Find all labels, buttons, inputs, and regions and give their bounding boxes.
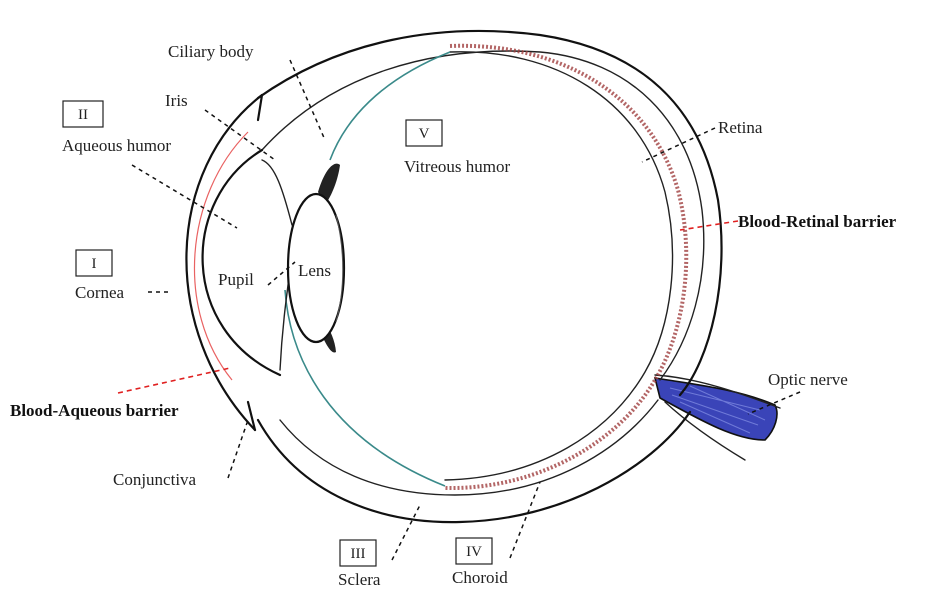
label-blood-aqueous-barrier: Blood-Aqueous barrier [10,401,179,420]
iris-upper [262,160,292,225]
leader-aqueous-humor [132,165,237,228]
label-ciliary-body: Ciliary body [168,42,254,61]
numeral-choroid: IV [466,544,482,560]
numeral-aqueous-humor: II [78,107,88,123]
label-optic-nerve: Optic nerve [768,370,848,389]
leader-iris [205,110,275,160]
cornea-inner [203,150,280,375]
label-pupil: Pupil [218,270,254,289]
leader-choroid [510,482,540,558]
label-retina: Retina [718,118,763,137]
label-choroid: Choroid [452,568,508,587]
label-aqueous-humor: Aqueous humor [62,136,171,155]
labels: Ciliary body Iris Aqueous humor Vitreous… [10,42,897,589]
label-conjunctiva: Conjunctiva [113,470,197,489]
label-sclera: Sclera [338,570,381,589]
leader-lines [118,60,800,560]
eye-drawing [186,31,780,522]
leader-conjunctiva [228,420,248,478]
numeral-box-aqueous: II [63,101,103,127]
numeral-box-sclera: III [340,540,376,566]
numeral-box-cornea: I [76,250,112,276]
retina-inner-line [445,52,672,480]
numeral-box-choroid: IV [456,538,492,564]
label-vitreous-humor: Vitreous humor [404,157,510,176]
label-cornea: Cornea [75,283,125,302]
cornea-outer [186,95,262,430]
numeral-box-vitreous: V [406,120,442,146]
numeral-sclera: III [351,546,366,562]
numeral-vitreous-humor: V [419,126,430,142]
leader-ciliary-body [290,60,325,140]
label-lens: Lens [298,261,331,280]
label-iris: Iris [165,91,188,110]
retina-band [445,46,686,488]
numeral-cornea: I [92,256,97,272]
label-blood-retinal-barrier: Blood-Retinal barrier [738,212,897,231]
leader-blood-retinal-barrier [680,221,738,230]
leader-sclera [392,505,420,560]
